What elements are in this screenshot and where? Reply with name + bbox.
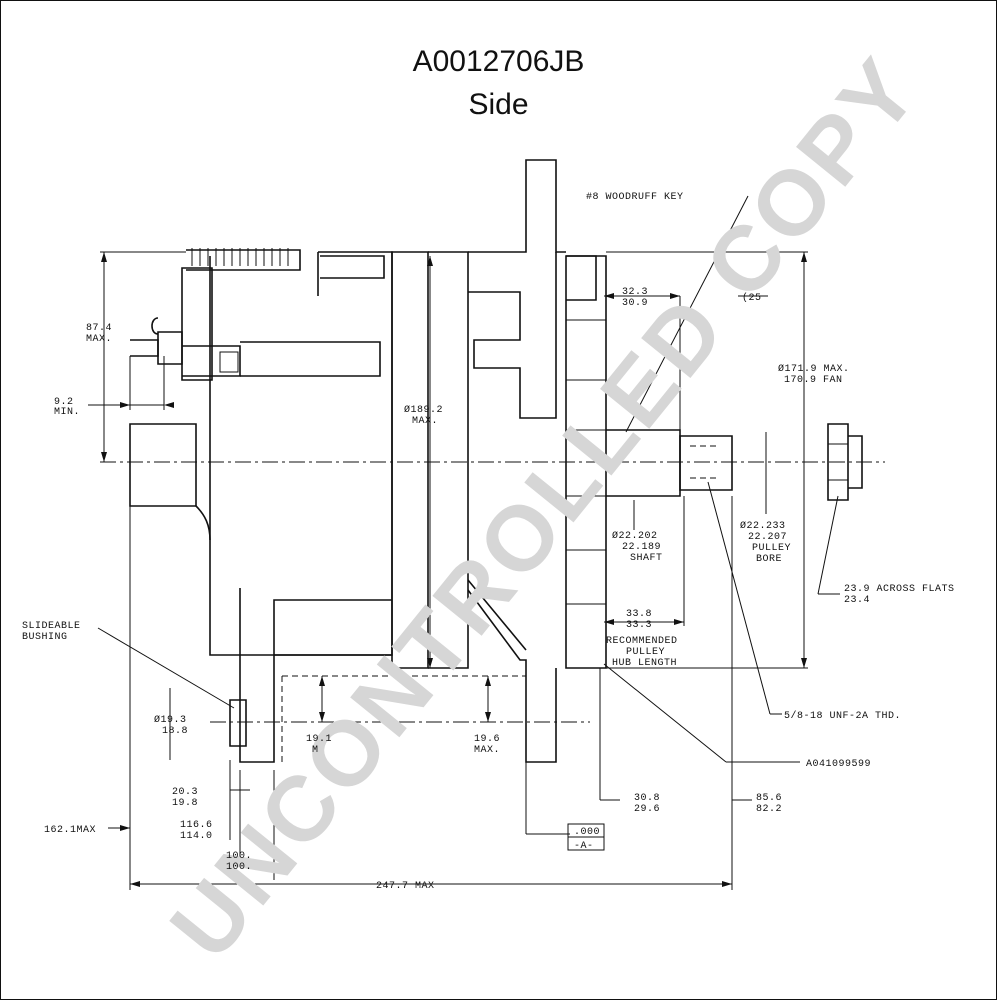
dim-20-line1: 20.3 [172, 787, 198, 798]
bushing-label-line1: SLIDEABLE [22, 621, 81, 632]
across-flats-line2: 23.4 [844, 595, 870, 606]
dim-100-line1: 100. [226, 851, 252, 862]
bore-dia-line3: PULLEY [752, 543, 791, 554]
dim-19-6-line1: 19.6 [474, 734, 500, 745]
dim-162-label: 162.1MAX [44, 825, 96, 836]
part-ref-label: A041099599 [806, 759, 871, 770]
dim-19-1-line2: M [312, 745, 319, 756]
dim-87-line1: 87.4 [86, 323, 112, 334]
shaft-dia-line1: Ø22.202 [612, 530, 658, 542]
dim-19-3-line2: 18.8 [162, 726, 188, 737]
dim-33-line2: 33.3 [626, 620, 652, 631]
across-flats-line1: 23.9 ACROSS FLATS [844, 584, 955, 595]
bore-dia-line2: 22.207 [748, 532, 787, 543]
hub-length-line3: HUB LENGTH [612, 658, 677, 669]
dim-116-line2: 114.0 [180, 831, 213, 842]
view-subtitle: Side [468, 88, 529, 121]
dim-171-line2: 170.9 FAN [784, 375, 843, 386]
dimension-labels: #8 WOODRUFF KEY 87.4 MAX. 9.2 MIN. Ø189.… [22, 192, 955, 892]
dim-20-line2: 19.8 [172, 798, 198, 809]
hub-length-line1: RECOMMENDED [606, 636, 678, 647]
dim-247-label: 247.7 MAX [376, 881, 435, 892]
dim-100-line2: 100. [226, 862, 252, 873]
dim-189-line1: Ø189.2 [404, 404, 443, 416]
part-number-title: A0012706JB [412, 45, 585, 78]
hub-length-line2: PULLEY [626, 647, 665, 658]
alternator-body [129, 159, 863, 763]
dim-33-line1: 33.8 [626, 609, 652, 620]
dim-19-1-line1: 19.1 [306, 734, 332, 745]
dim-32-line1: 32.3 [622, 287, 648, 298]
dim-32-line2: 30.9 [622, 298, 648, 309]
dim-9-line2: MIN. [54, 407, 80, 418]
shaft-dia-line2: 22.189 [622, 542, 661, 553]
bushing-label-line2: BUSHING [22, 632, 68, 643]
shaft-dia-line3: SHAFT [630, 553, 663, 564]
bore-dia-line1: Ø22.233 [740, 520, 786, 532]
dim-25-label: (25 [742, 292, 762, 304]
dim-19-6-line2: MAX. [474, 745, 500, 756]
dim-189-line2: MAX. [412, 416, 438, 427]
datum-letter: -A- [574, 841, 594, 852]
thread-label: 5/8-18 UNF-2A THD. [784, 710, 901, 722]
bore-dia-line4: BORE [756, 554, 782, 565]
watermark: UNCONTROLLED COPY [151, 38, 939, 977]
dim-19-3-line1: Ø19.3 [154, 714, 187, 726]
datum-value: .000 [574, 827, 600, 838]
dimension-lines [88, 195, 840, 890]
dim-85-line2: 82.2 [756, 804, 782, 815]
dim-171-line1: Ø171.9 MAX. [778, 363, 850, 375]
dim-30-line1: 30.8 [634, 793, 660, 804]
dim-30-line2: 29.6 [634, 804, 660, 815]
dim-9-line1: 9.2 [54, 397, 74, 408]
dim-87-line2: MAX. [86, 334, 112, 345]
dim-116-line1: 116.6 [180, 820, 213, 831]
woodruff-key-label: #8 WOODRUFF KEY [586, 192, 684, 203]
dim-85-line1: 85.6 [756, 793, 782, 804]
